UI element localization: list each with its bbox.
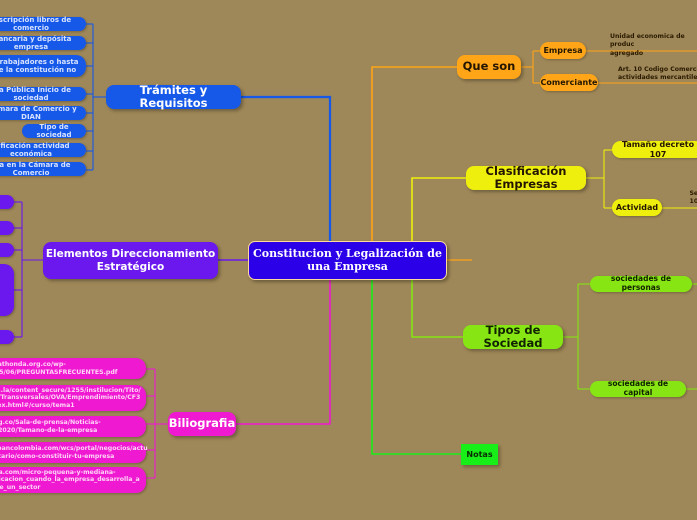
leaf-biliografia-1[interactable]: ...marathonda.org.co/wp- .../2015/06/PRE… [0,358,146,379]
leaf-biliografia-3[interactable]: ...b.org.co/Sala-de-prensa/Noticias- ...… [0,416,146,437]
leaf-tramites-7[interactable]: ...ficación actividad económica [0,142,86,158]
leaf-tramites-4[interactable]: ...a Pública Inicio de sociedad [0,86,86,102]
leaf-elementos-3[interactable] [0,243,14,257]
leaf-elementos-1[interactable]: ...n [0,195,14,209]
leaf-tramites-2[interactable]: ...ancaria y depósita empresa [0,35,86,51]
branch-node-tramites[interactable]: Trámites y Requisitos [106,83,241,110]
leaf-clasificacion-tamano[interactable]: Tamaño decreto 107 [612,140,697,159]
leaf-biliografia-2[interactable]: ...toria.la/content_secure/1255/instiluc… [0,385,146,411]
leaf-sociedades-capital[interactable]: sociedades de capital [590,380,686,397]
branch-node-que-son[interactable]: Que son [457,55,521,79]
leaf-tramites-1[interactable]: ...scripción libros de comercio [0,16,86,32]
branch-node-biliografia[interactable]: Biliografia [168,412,236,436]
root-node[interactable]: Constitucion y Legalización de una Empre… [248,241,447,280]
note-empresa-definicion: Unidad economica de produc agregado [610,33,685,57]
note-actividad-detalle: Seg 107 [689,190,697,206]
leaf-tramites-6[interactable]: Tipo de sociedad [22,123,86,139]
branch-node-elementos[interactable]: Elementos Direccionamiento Estratégico [43,242,218,279]
leaf-tramites-5[interactable]: ...ámara de Comercio y DIAN [0,105,86,121]
branch-node-clasificacion[interactable]: Clasificación Empresas [466,164,586,191]
leaf-elementos-5[interactable]: ...s [0,330,14,344]
leaf-elementos-4[interactable] [0,264,14,316]
leaf-tramites-8[interactable]: ...a en la Cámara de Comercio [0,161,86,177]
leaf-tramites-3[interactable]: ...i trabajadores o hasta ...de la const… [0,55,86,77]
leaf-elementos-2[interactable] [0,221,14,235]
leaf-clasificacion-actividad[interactable]: Actividad [612,199,662,216]
leaf-que-son-empresa[interactable]: Empresa [540,42,586,59]
leaf-que-son-comerciante[interactable]: Comerciante [540,74,598,91]
leaf-biliografia-5[interactable]: ...encia.com/micro-pequena-y-mediana- ..… [0,467,146,493]
leaf-sociedades-personas[interactable]: sociedades de personas [590,275,692,292]
branch-node-notas[interactable]: Notas [461,444,498,465]
leaf-biliografia-4[interactable]: ...upobancolombia.com/wcs/portal/negocio… [0,442,148,463]
branch-node-tipos-sociedad[interactable]: Tipos de Sociedad [463,323,563,350]
note-comerciante-definicion: Art. 10 Codigo Comercio actividades merc… [618,66,697,82]
